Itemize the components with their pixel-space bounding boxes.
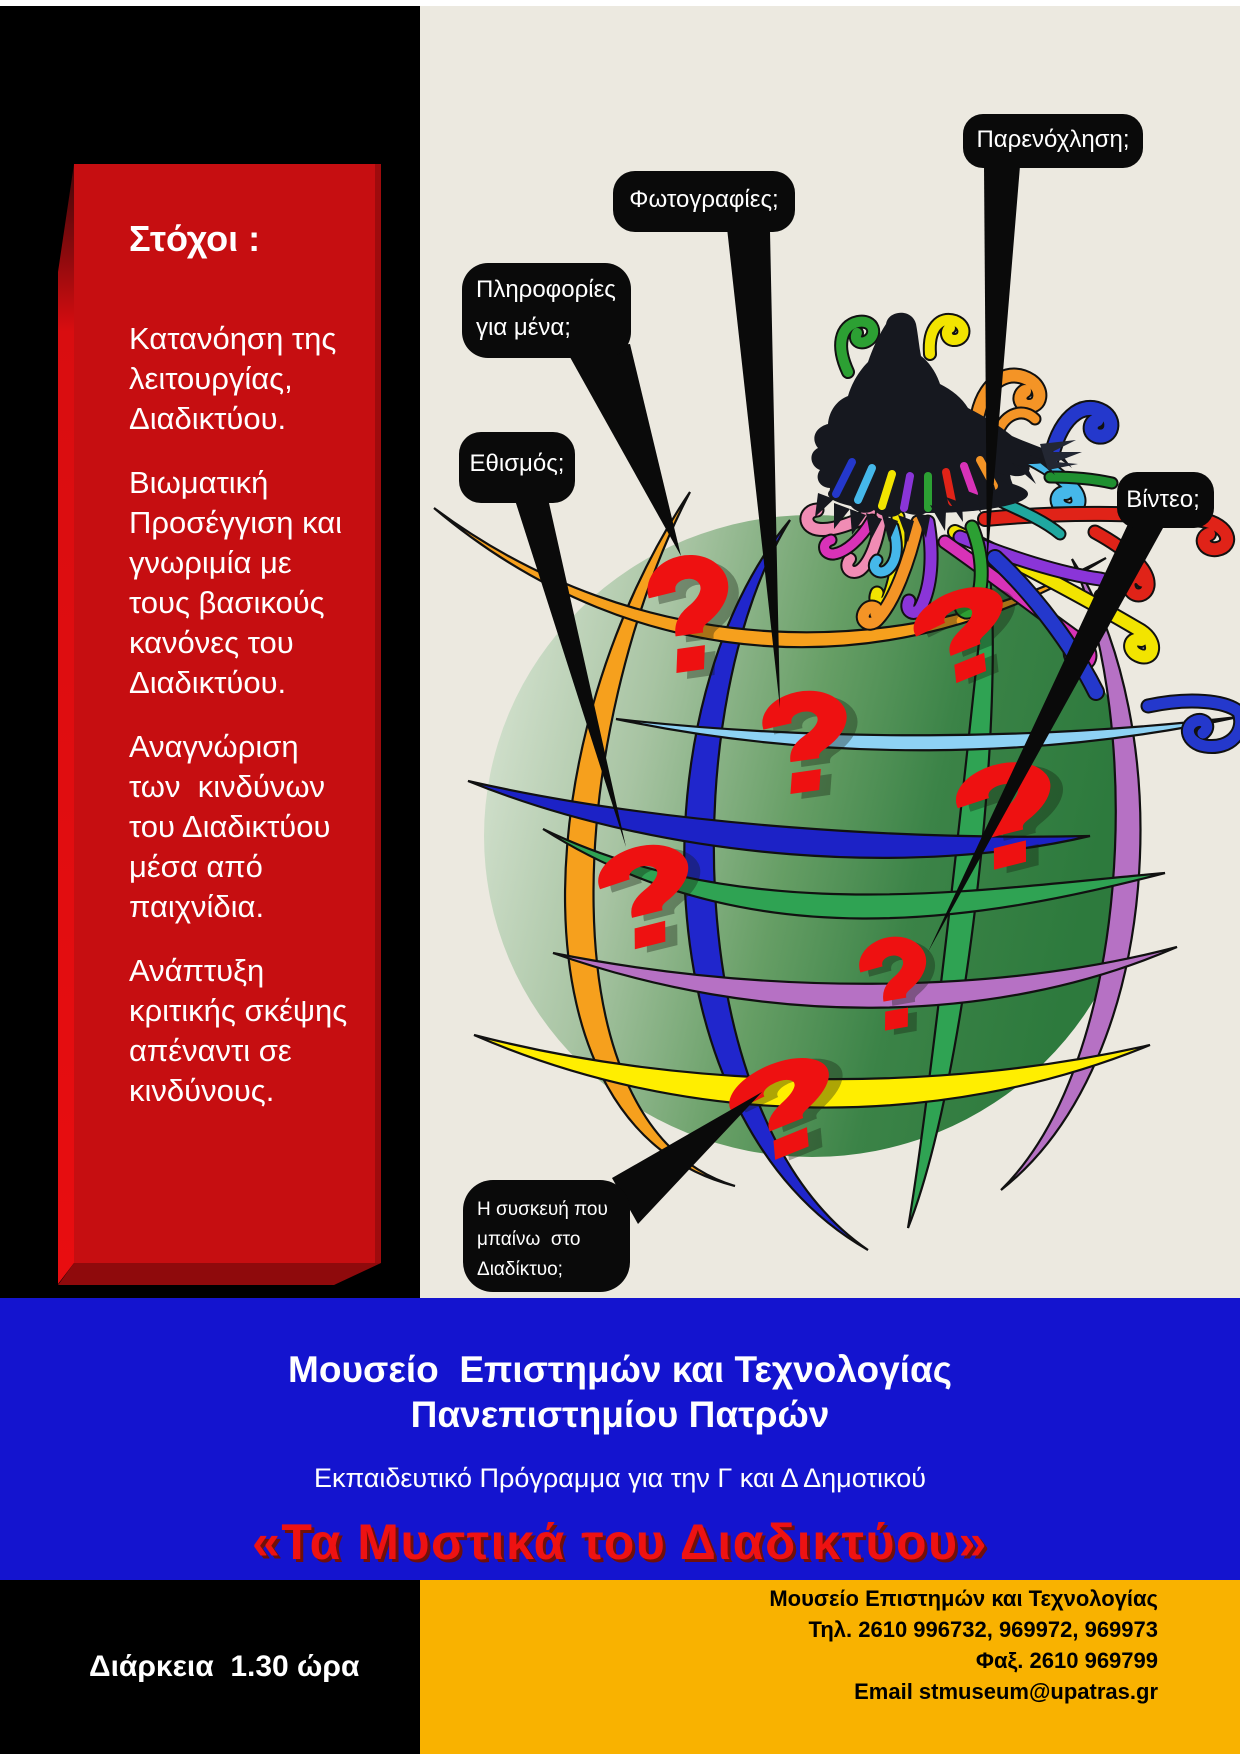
svg-text:μπαίνω στο: μπαίνω στο: [477, 1229, 580, 1250]
svg-text:Εθισμός;: Εθισμός;: [470, 450, 565, 477]
svg-text:Βίντεο;: Βίντεο;: [1126, 486, 1200, 513]
svg-text:για μένα;: για μένα;: [476, 314, 571, 341]
svg-text:Φωτογραφίες;: Φωτογραφίες;: [629, 186, 778, 213]
svg-text:Διαδίκτυο;: Διαδίκτυο;: [477, 1259, 563, 1280]
svg-text:Η συσκευή που: Η συσκευή που: [477, 1199, 608, 1220]
svg-text:Πληροφορίες: Πληροφορίες: [476, 276, 616, 303]
svg-text:Παρενόχληση;: Παρενόχληση;: [976, 126, 1129, 153]
